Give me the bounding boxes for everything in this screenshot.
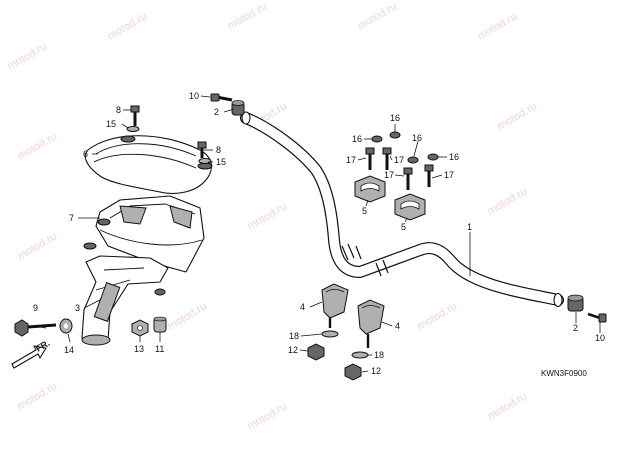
bridge-washer (198, 158, 212, 164)
watermark-text: motod.ru (16, 380, 60, 412)
holder-bolt (424, 164, 434, 187)
callout-13: 13 (134, 344, 144, 354)
callout-8: 8 (116, 105, 121, 115)
right-bar-end-bolt (587, 312, 607, 323)
bridge-washer (126, 126, 140, 132)
callout-8: 8 (216, 145, 221, 155)
lower-holder-washer (351, 351, 369, 359)
callout-12: 12 (288, 345, 298, 355)
lower-holder-nut (307, 343, 325, 361)
callout-7: 7 (69, 213, 74, 223)
callout-16: 16 (412, 133, 422, 143)
callout-labels: 10 2 8 15 6 8 15 7 3 9 14 13 11 16 16 16… (33, 91, 605, 376)
holder-bolt (403, 167, 413, 190)
callout-16: 16 (449, 152, 459, 162)
lower-holder-left (321, 283, 349, 319)
bridge-bolt (130, 105, 140, 126)
watermark-text: motod.ru (356, 0, 400, 32)
holder-bolt (382, 147, 392, 170)
handlebar (240, 111, 564, 308)
callout-5: 5 (401, 222, 406, 232)
leader-lines (39, 95, 601, 373)
watermark-text: motod.ru (246, 400, 290, 432)
callout-1: 1 (467, 222, 472, 232)
watermark-layer: motod.ru motod.ru motod.ru motod.ru moto… (6, 0, 540, 432)
callout-14: 14 (64, 345, 74, 355)
handlebar-upper-bridge (84, 135, 213, 195)
watermark-text: motod.ru (486, 185, 530, 217)
callout-12: 12 (371, 366, 381, 376)
upper-holder-left (354, 175, 386, 203)
front-direction-arrow-icon (11, 345, 47, 369)
watermark-text: motod.ru (106, 10, 150, 42)
callout-9: 9 (33, 303, 38, 313)
watermark-text: motod.ru (246, 200, 290, 232)
callout-5: 5 (362, 206, 367, 216)
nut (131, 319, 149, 337)
callout-2: 2 (214, 107, 219, 117)
callout-2: 2 (573, 323, 578, 333)
holder-washer (389, 131, 401, 139)
callout-17: 17 (444, 170, 454, 180)
watermark-text: motod.ru (16, 230, 60, 262)
front-direction-label: FR. (34, 338, 52, 354)
watermark-text: motod.ru (226, 0, 270, 32)
callout-11: 11 (155, 344, 164, 354)
right-bar-end-weight (567, 294, 584, 312)
callout-3: 3 (75, 303, 80, 313)
watermark-text: motod.ru (6, 40, 50, 72)
diagram-code: KWN3F0900 (541, 369, 587, 378)
holder-washer (427, 153, 439, 161)
lower-holder-nut (344, 363, 362, 381)
callout-15: 15 (106, 119, 116, 129)
pinch-bolt (14, 319, 57, 337)
watermark-text: motod.ru (166, 300, 210, 332)
lower-holder-right (357, 299, 385, 335)
callout-4: 4 (395, 321, 400, 331)
callout-17: 17 (346, 155, 356, 165)
left-bar-end-weight (231, 100, 245, 116)
watermark-text: motod.ru (496, 100, 540, 132)
watermark-text: motod.ru (416, 300, 460, 332)
holder-washer (407, 156, 419, 164)
callout-18: 18 (374, 350, 384, 360)
steering-stem (81, 255, 169, 346)
callout-17: 17 (394, 155, 404, 165)
callout-10: 10 (595, 333, 605, 343)
holder-washer (371, 135, 383, 143)
callout-10: 10 (189, 91, 199, 101)
callout-6: 6 (83, 149, 88, 159)
upper-holder-right (394, 193, 426, 221)
left-bar-end-bolt (210, 93, 233, 102)
holder-bolt (365, 147, 375, 170)
callout-16: 16 (390, 113, 400, 123)
cap-nut (153, 316, 167, 333)
bridge-bolt (197, 141, 207, 158)
watermark-text: motod.ru (16, 130, 60, 162)
callout-4: 4 (300, 302, 305, 312)
lower-holder-washer (321, 330, 339, 338)
callout-18: 18 (289, 331, 299, 341)
washer (59, 318, 73, 334)
watermark-text: motod.ru (486, 390, 530, 422)
watermark-text: motod.ru (476, 10, 520, 42)
callout-16: 16 (352, 134, 362, 144)
top-bridge (83, 195, 205, 273)
callout-15: 15 (216, 157, 226, 167)
callout-17: 17 (384, 170, 394, 180)
